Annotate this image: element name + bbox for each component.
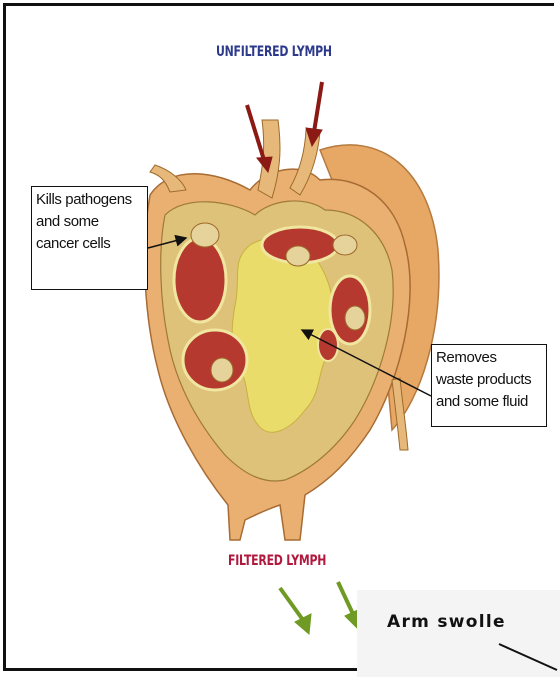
arm-pointer-line [357, 590, 560, 677]
callout-line: and some [36, 211, 143, 233]
callout-line: waste products [436, 369, 542, 391]
callout-removes-waste: Removes waste products and some fluid [431, 344, 547, 427]
callout-line: and some fluid [436, 391, 542, 413]
unfiltered-lymph-label: UNFILTERED LYMPH [216, 44, 332, 60]
outflow-arrows [280, 582, 360, 634]
arm-swollen-panel: Arm swolle [357, 590, 560, 677]
filtered-lymph-label: FILTERED LYMPH [228, 553, 326, 569]
callout-kills-pathogens: Kills pathogens and some cancer cells [31, 186, 148, 290]
callout-line: Removes [436, 347, 542, 369]
callout-line: cancer cells [36, 233, 143, 255]
callout-line: Kills pathogens [36, 189, 143, 211]
